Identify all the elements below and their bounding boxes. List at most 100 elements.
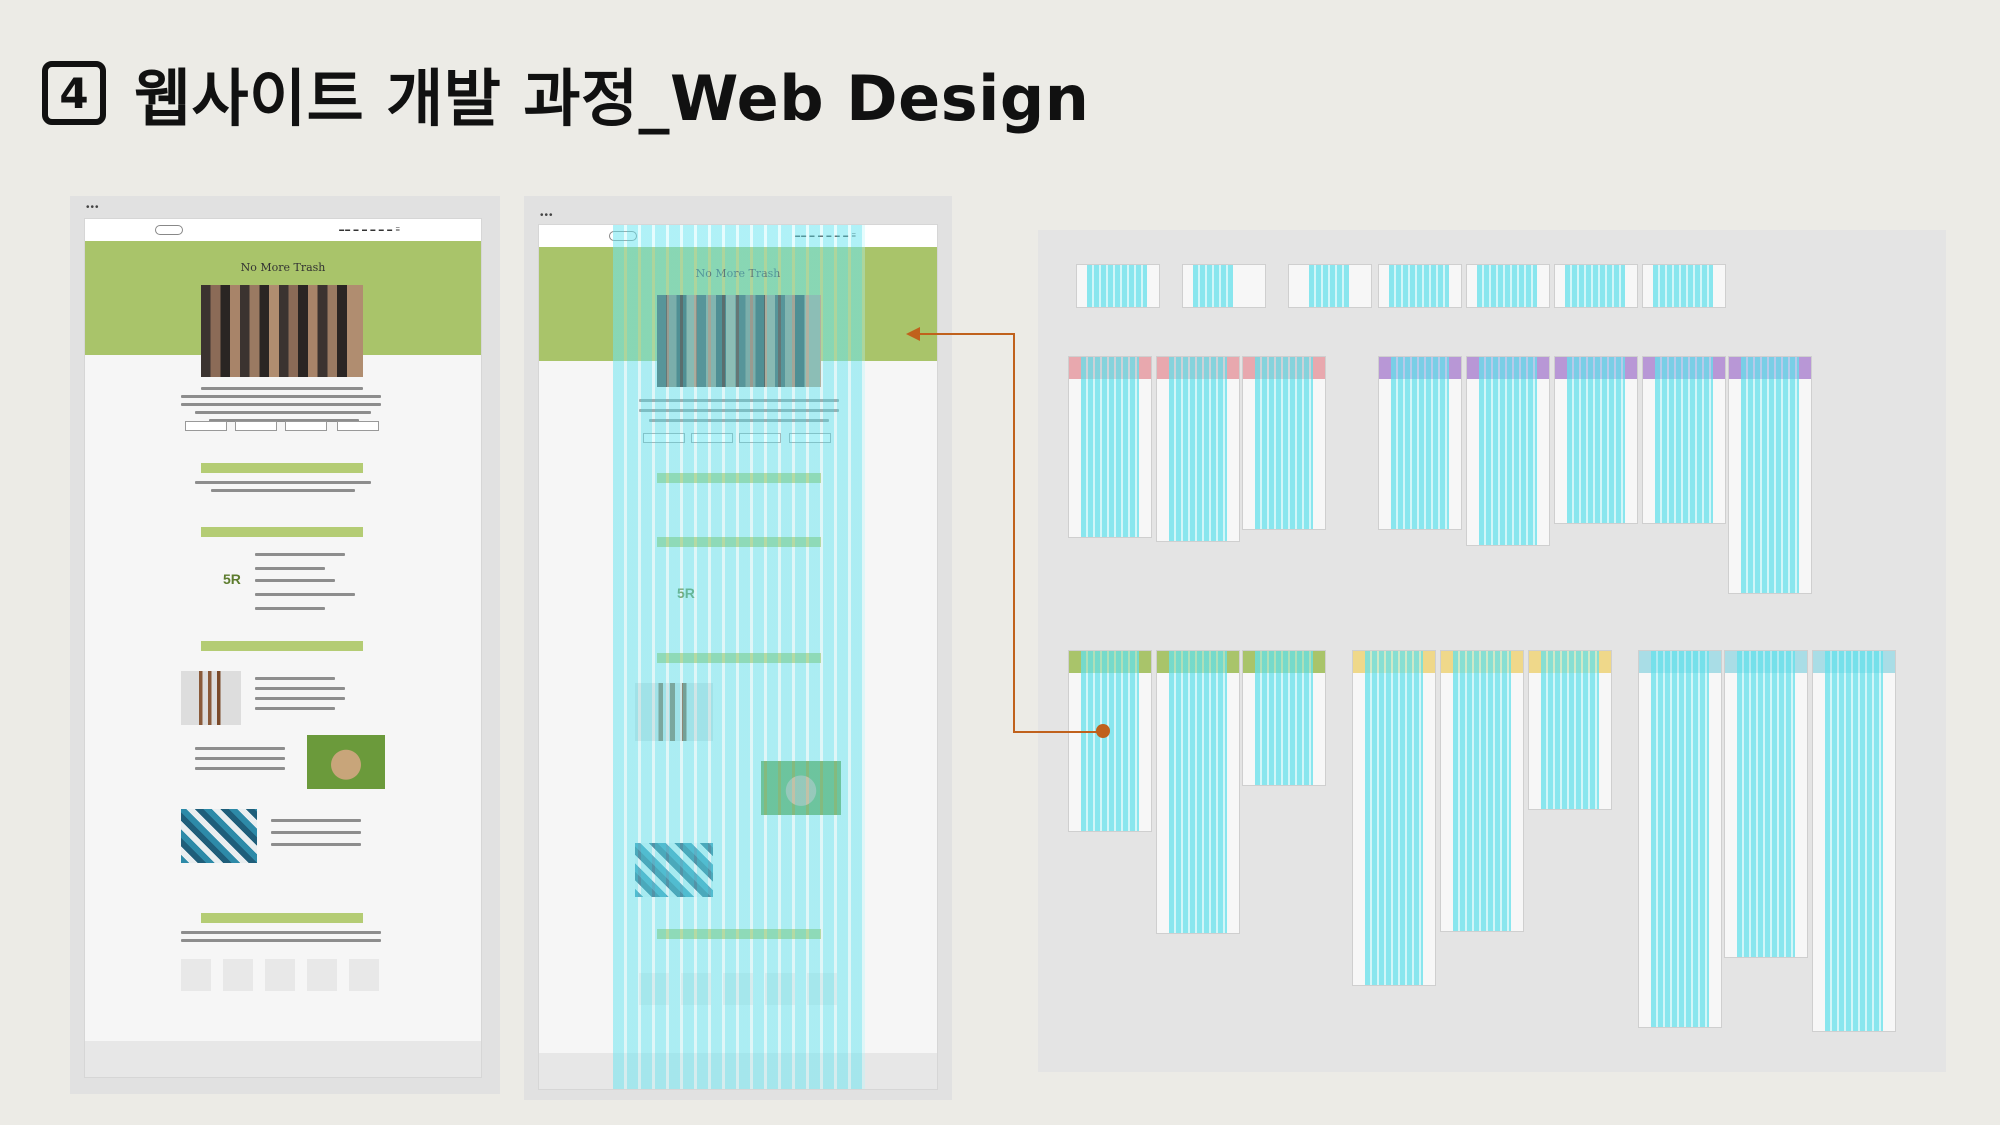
five-r-item [255,579,335,582]
layout-grid-overlay [613,225,865,1089]
grid-overlay [1389,265,1449,307]
grid-overlay [1169,357,1227,541]
wool-balls-image [307,735,385,789]
page-footer [85,1041,481,1077]
grid-overlay [1565,265,1625,307]
frame-thumb[interactable] [1076,264,1160,308]
frame-purple[interactable] [1642,356,1726,524]
five-r-item [255,567,325,570]
slide-title: 4 웹사이트 개발 과정_Web Design [42,48,1089,138]
intro-text [209,419,359,422]
artboard-menu-dots[interactable]: ••• [86,202,100,213]
product-text [271,819,361,822]
store-card[interactable] [181,959,211,991]
arrow-head-icon [906,327,920,341]
frame-green[interactable] [1068,650,1152,832]
product-text [255,697,345,700]
store-card[interactable] [223,959,253,991]
artboard-menu-dots[interactable]: ••• [540,210,554,221]
connector-line [920,333,1015,335]
frame-thumb[interactable] [1182,264,1266,308]
frame-green[interactable] [1242,650,1326,786]
grid-overlay [1255,357,1313,529]
product-text [195,767,285,770]
map-text [181,931,381,934]
map-text [181,939,381,942]
hero-image [201,285,363,377]
frame-thumb[interactable] [1554,264,1638,308]
grid-artboard: ••• ▬▬ ▬ ▬ ▬ ▬ ▬ ☰ No More Trash 5R [524,196,952,1100]
frame-yellow[interactable] [1352,650,1436,986]
grid-overlay [1255,651,1313,785]
frame-yellow[interactable] [1528,650,1612,810]
five-r-item [255,553,345,556]
link-button[interactable] [337,421,379,431]
link-button[interactable] [235,421,277,431]
frame-lightblue[interactable] [1724,650,1808,958]
intro-text [181,403,381,406]
section-bar [201,913,363,923]
product-text [271,831,361,834]
frame-lightblue[interactable] [1638,650,1722,1028]
hero-title: No More Trash [240,261,326,274]
page-nav: ▬▬ ▬ ▬ ▬ ▬ ▬ ☰ [85,219,481,241]
step-number-badge: 4 [42,61,106,125]
frame-purple[interactable] [1378,356,1462,530]
frame-pink[interactable] [1242,356,1326,530]
frame-green[interactable] [1156,650,1240,934]
link-button[interactable] [185,421,227,431]
connector-dot-icon [1096,724,1110,738]
grid-page: ▬▬ ▬ ▬ ▬ ▬ ▬ ☰ No More Trash 5R [538,224,938,1090]
store-card[interactable] [307,959,337,991]
frame-purple[interactable] [1728,356,1812,594]
grid-overlay [1741,357,1799,593]
grid-overlay [1309,265,1349,307]
product-text [195,757,285,760]
grid-overlay [1651,651,1709,1027]
grid-overlay [1567,357,1625,523]
frame-thumb[interactable] [1466,264,1550,308]
connector-line [1013,731,1103,733]
grid-overlay [1655,357,1713,523]
frame-yellow[interactable] [1440,650,1524,932]
grid-overlay [1653,265,1713,307]
grid-overlay [1391,357,1449,529]
link-button[interactable] [285,421,327,431]
frame-thumb[interactable] [1378,264,1462,308]
store-card[interactable] [349,959,379,991]
connector-line [1013,333,1015,733]
section-text [211,489,355,492]
intro-text [201,387,363,390]
grid-overlay [1087,265,1147,307]
grid-overlay [1541,651,1599,809]
product-text [255,707,335,710]
product-text [255,677,335,680]
overview-board [1038,230,1946,1072]
grid-overlay [1453,651,1511,931]
grid-overlay [1169,651,1227,933]
section-text [195,481,371,484]
product-text [271,843,361,846]
store-card[interactable] [265,959,295,991]
design-artboard: ••• ▬▬ ▬ ▬ ▬ ▬ ▬ ☰ No More Trash 5R [70,196,500,1094]
frame-pink[interactable] [1068,356,1152,538]
grid-overlay [1825,651,1883,1031]
intro-text [181,395,381,398]
section-bar [201,527,363,537]
frame-pink[interactable] [1156,356,1240,542]
five-r-label: 5R [223,571,241,587]
grid-overlay [1737,651,1795,957]
five-r-item [255,593,355,596]
frame-purple[interactable] [1466,356,1550,546]
section-bar [201,641,363,651]
frame-lightblue[interactable] [1812,650,1896,1032]
frame-purple[interactable] [1554,356,1638,524]
section-bar [201,463,363,473]
grid-overlay [1193,265,1233,307]
grid-overlay [1081,357,1139,537]
grid-overlay [1081,651,1139,831]
frame-thumb[interactable] [1642,264,1726,308]
bamboo-brush-image [181,671,241,725]
product-text [255,687,345,690]
frame-thumb[interactable] [1288,264,1372,308]
